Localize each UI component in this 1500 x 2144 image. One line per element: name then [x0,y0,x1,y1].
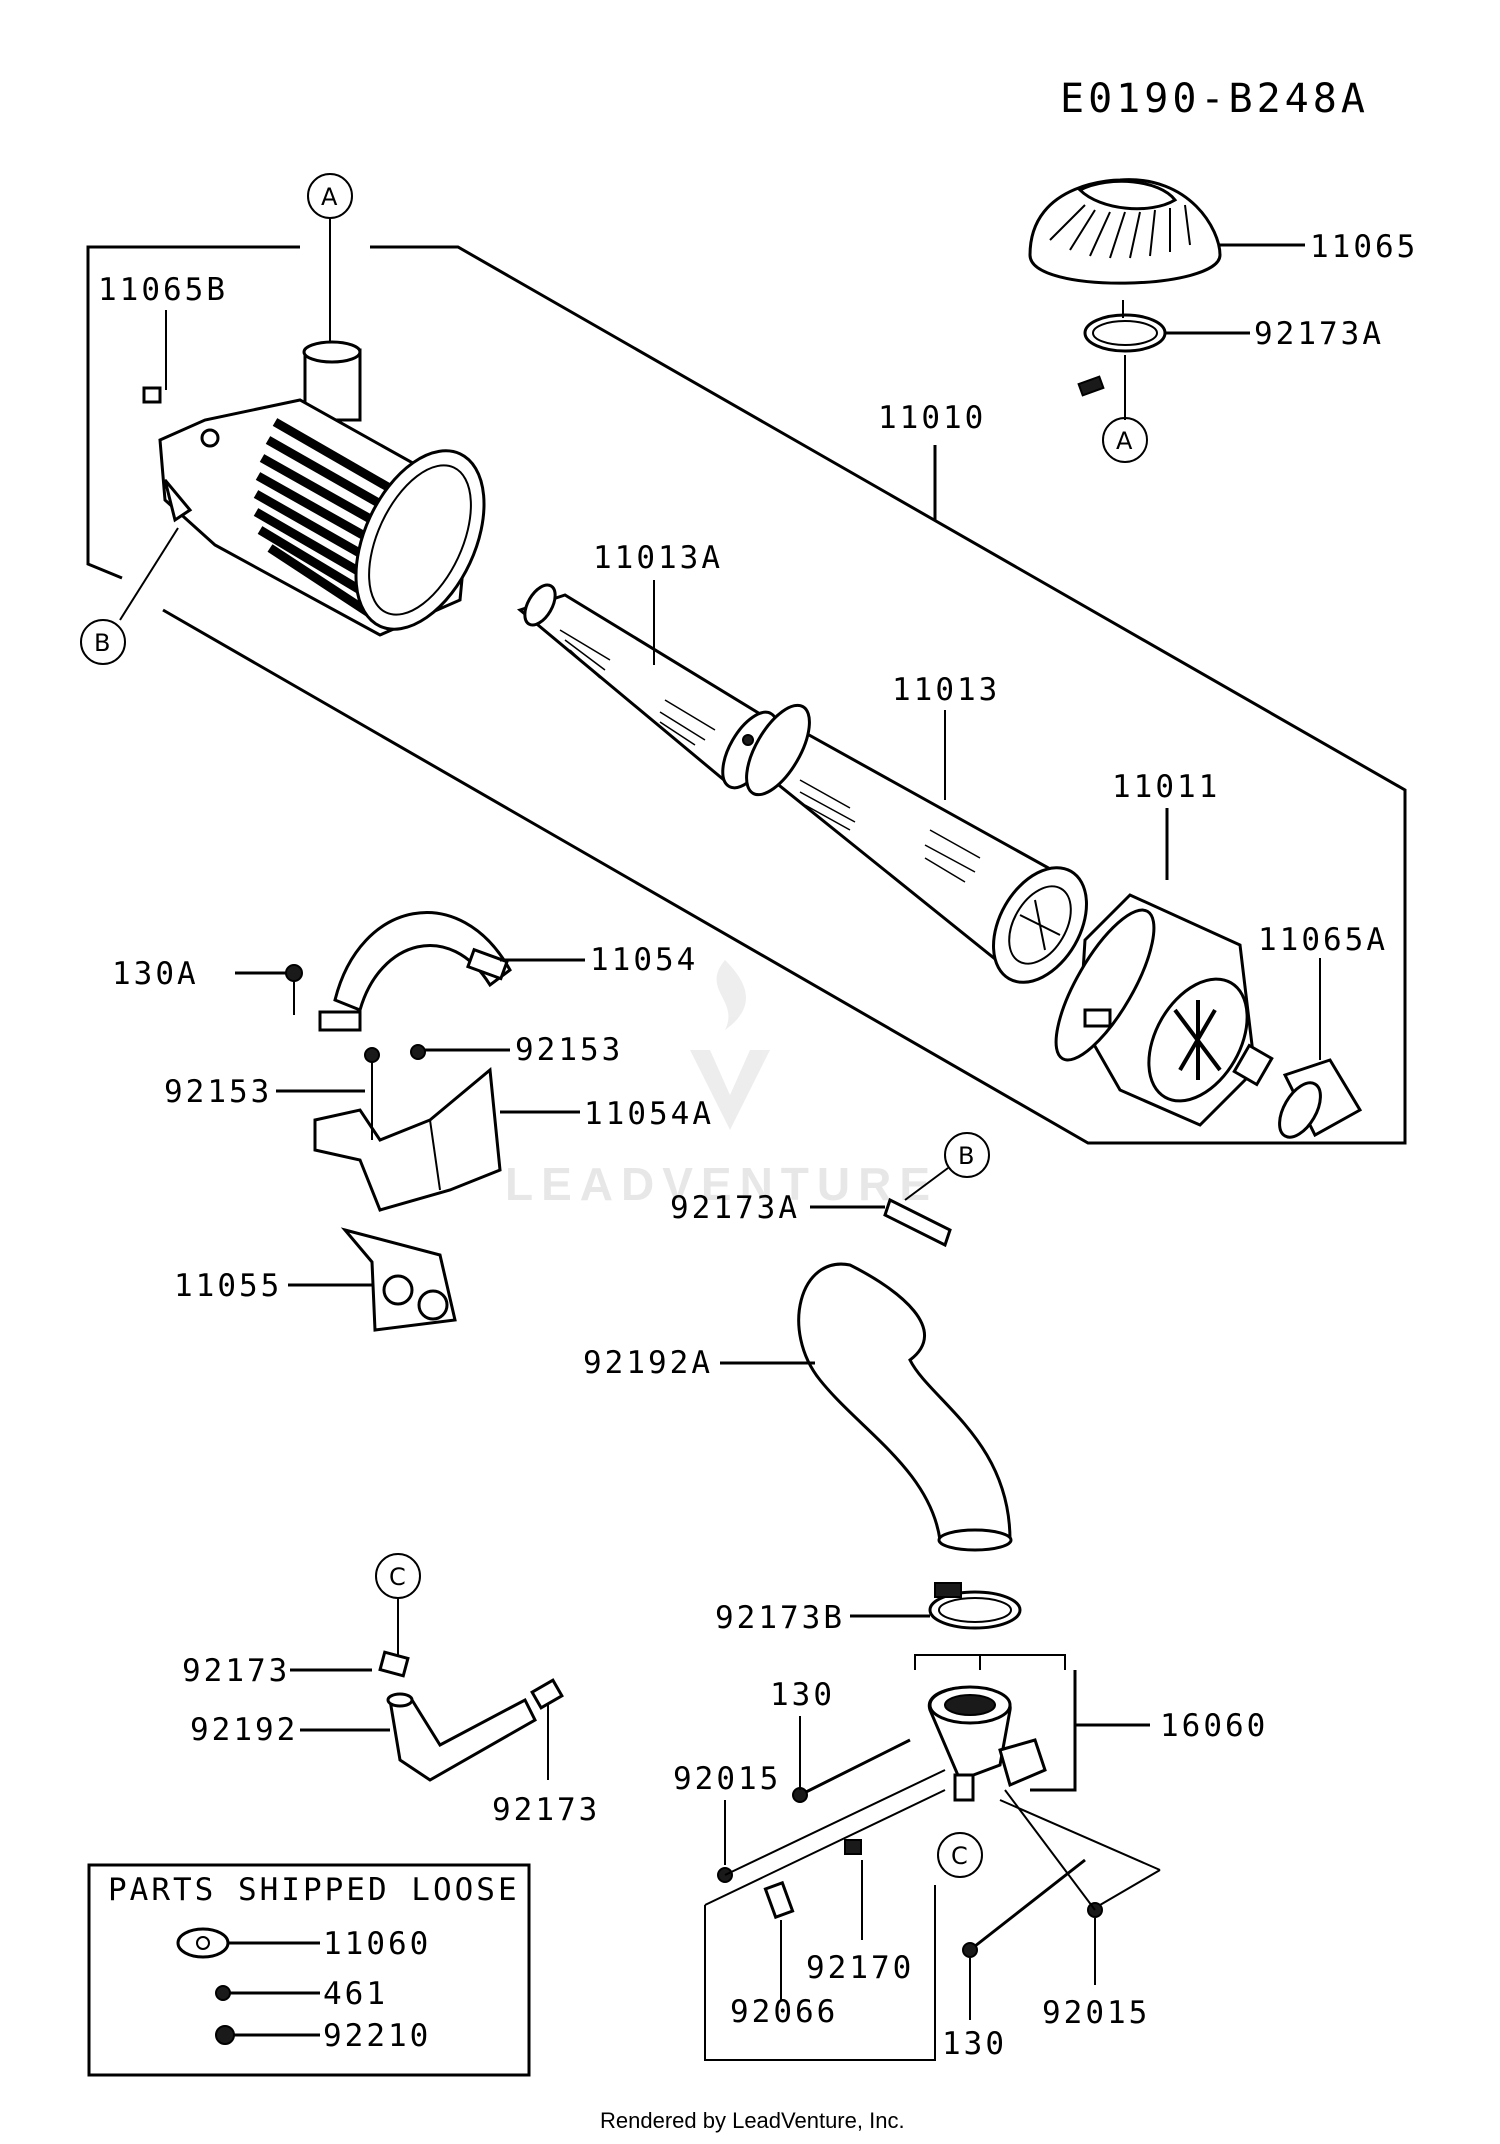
svg-text:C: C [389,1563,406,1591]
svg-text:B: B [94,629,110,657]
small-hose [378,1650,564,1782]
label-92173-left: 92173 [182,1653,290,1689]
label-92173A-top: 92173A [1254,316,1384,352]
fasteners [704,1738,1161,2061]
loose-item-2: 461 [323,1976,388,2012]
watermark-text: LEADVENTURE [505,1158,938,1210]
loose-item-1: 11060 [323,1926,431,1962]
label-92173A-mid: 92173A [670,1190,800,1226]
loose-item-3: 92210 [323,2018,431,2054]
label-11054A: 11054A [584,1096,714,1132]
callout-b-mid: B [904,1132,990,1201]
clamp-92173B [928,1582,1022,1630]
dust-cup [1054,893,1274,1127]
label-92153-left: 92153 [164,1074,272,1110]
label-11011: 11011 [1112,769,1220,805]
svg-text:C: C [951,1842,968,1870]
vacuator-assembly [914,1654,1150,1802]
footer-credit: Rendered by LeadVenture, Inc. [600,2108,905,2133]
label-11013A: 11013A [593,540,723,576]
label-11065B: 11065B [98,272,228,308]
label-11013: 11013 [892,672,1000,708]
loose-box-title: PARTS SHIPPED LOOSE [108,1872,520,1908]
label-130-top: 130 [770,1677,835,1713]
label-92153-right: 92153 [515,1032,623,1068]
intake-hose [797,1262,1013,1552]
label-11055: 11055 [174,1268,282,1304]
bracket-11054 [318,911,512,1032]
precleaner-cap [1028,178,1222,285]
leadventure-watermark: LEADVENTURE [505,960,938,1210]
svg-text:A: A [321,183,338,211]
air-cleaner-housing [142,340,486,637]
diagram-code: E0190-B248A [1060,76,1369,122]
clamp-top [1077,313,1167,397]
parts-shipped-loose-box: PARTS SHIPPED LOOSE 11060 461 92210 [87,1863,531,2077]
svg-text:B: B [958,1142,974,1170]
label-11054: 11054 [590,942,698,978]
svg-text:A: A [1116,427,1133,455]
assembly-outline [86,245,1407,1145]
label-92173B: 92173B [715,1600,845,1636]
callout-b-left: B [80,527,179,665]
label-92173-bottom: 92173 [492,1792,600,1828]
label-92170: 92170 [806,1950,914,1986]
callout-c-right: C [937,1832,983,1878]
callout-a-right: A [1102,417,1148,463]
fitting-92066-92170 [763,1839,862,1920]
label-11010: 11010 [878,400,986,436]
label-92192: 92192 [190,1712,298,1748]
callout-c-left: C [375,1553,421,1655]
label-11065: 11065 [1310,229,1418,265]
label-130A: 130A [112,956,199,992]
label-92015-right: 92015 [1042,1995,1150,2031]
label-130-bottom: 130 [942,2026,1007,2062]
label-11065A: 11065A [1258,922,1388,958]
outer-filter-element [745,703,1088,984]
label-92192A: 92192A [583,1345,713,1381]
label-92066: 92066 [730,1994,838,2030]
evacuator-valve [1278,1058,1363,1139]
callout-a-top: A [307,173,353,352]
plate-11055 [340,1227,457,1332]
label-92015-left: 92015 [673,1761,781,1797]
bracket-11054A [313,1067,502,1212]
clamp-mid [883,1197,952,1248]
label-16060: 16060 [1160,1708,1268,1744]
